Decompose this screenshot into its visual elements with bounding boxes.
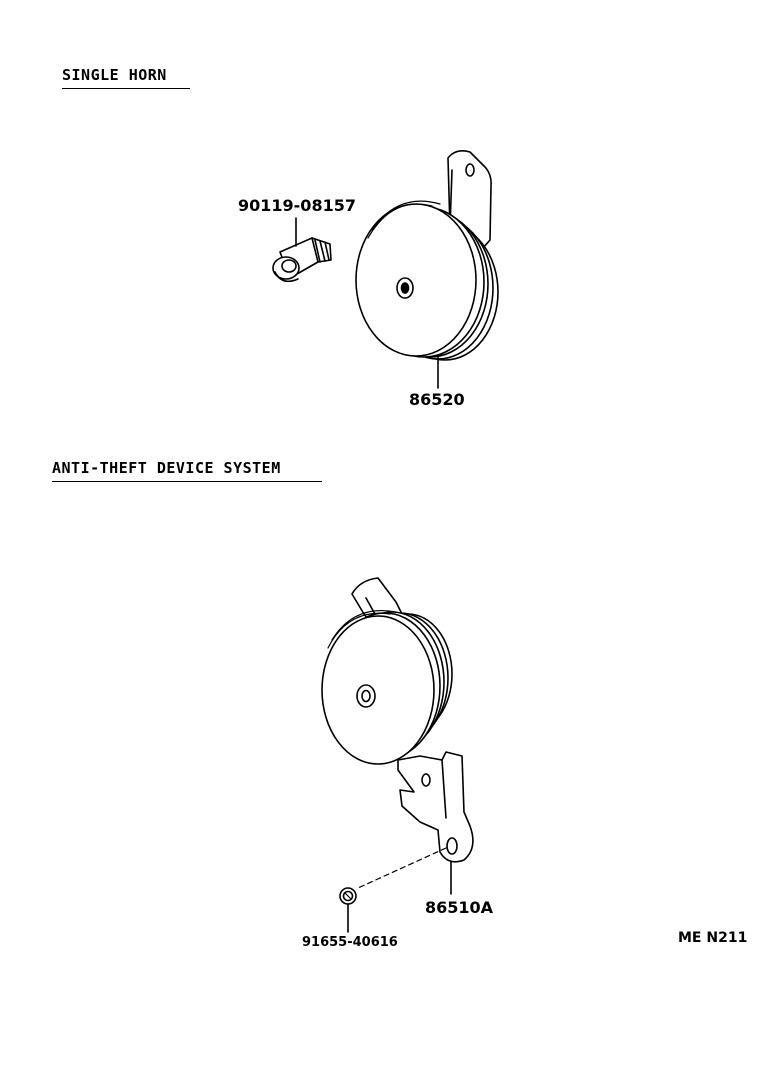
part-number-bolt: 90119-08157	[238, 196, 356, 215]
part-number-nut: 91655-40616	[302, 935, 398, 950]
part-number-horn-single: 86520	[409, 390, 465, 409]
nut-illustration	[339, 887, 357, 905]
horn-86520-illustration	[355, 150, 499, 361]
section-title-anti-theft: ANTI-THEFT DEVICE SYSTEM	[52, 459, 322, 482]
part-number-horn-anti-theft: 86510A	[425, 898, 494, 917]
drawing-code: ME N211	[678, 930, 748, 946]
nut-dashed-connector	[357, 847, 447, 889]
section-title-single-horn: SINGLE HORN	[62, 66, 190, 89]
horn-86510a-illustration	[321, 577, 474, 863]
bolt-illustration	[272, 237, 332, 283]
